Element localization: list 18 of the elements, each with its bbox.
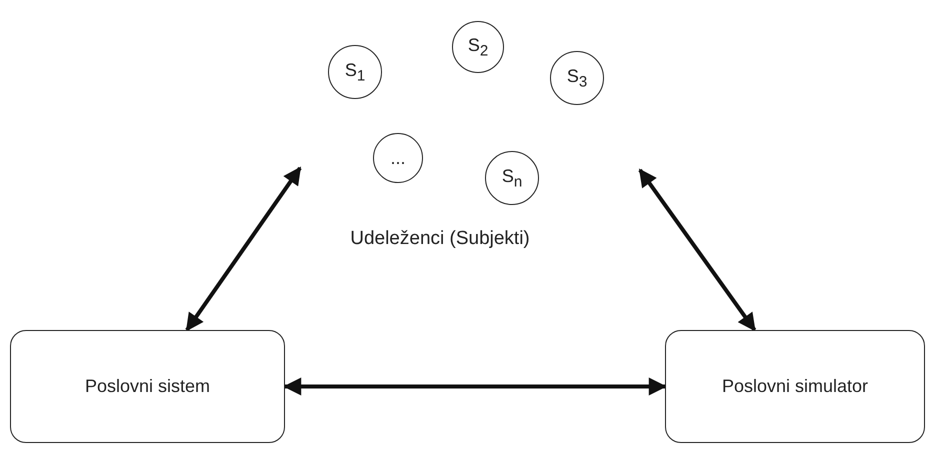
node-text: ... [390, 148, 406, 168]
participant-circle [485, 151, 539, 205]
node-text: S$_{1}$ [344, 60, 366, 84]
double-arrow [283, 378, 667, 396]
participant-circle [452, 21, 504, 73]
double-arrow [185, 166, 302, 332]
node-text: Poslovni sistem [84, 376, 210, 397]
node-text: S$_{n}$ [502, 166, 522, 190]
system-box [665, 330, 925, 443]
participant-circle [550, 51, 604, 105]
participant-circle [328, 45, 382, 99]
node-text: S$_{2}$ [468, 34, 488, 60]
participant-circle [373, 133, 423, 183]
group-label: Udeleženci (Subjekti) [350, 228, 530, 250]
system-box [10, 330, 285, 443]
node-text: S$_{3}$ [566, 66, 588, 90]
double-arrow [638, 168, 756, 332]
node-text: Poslovni simulator [722, 376, 868, 397]
